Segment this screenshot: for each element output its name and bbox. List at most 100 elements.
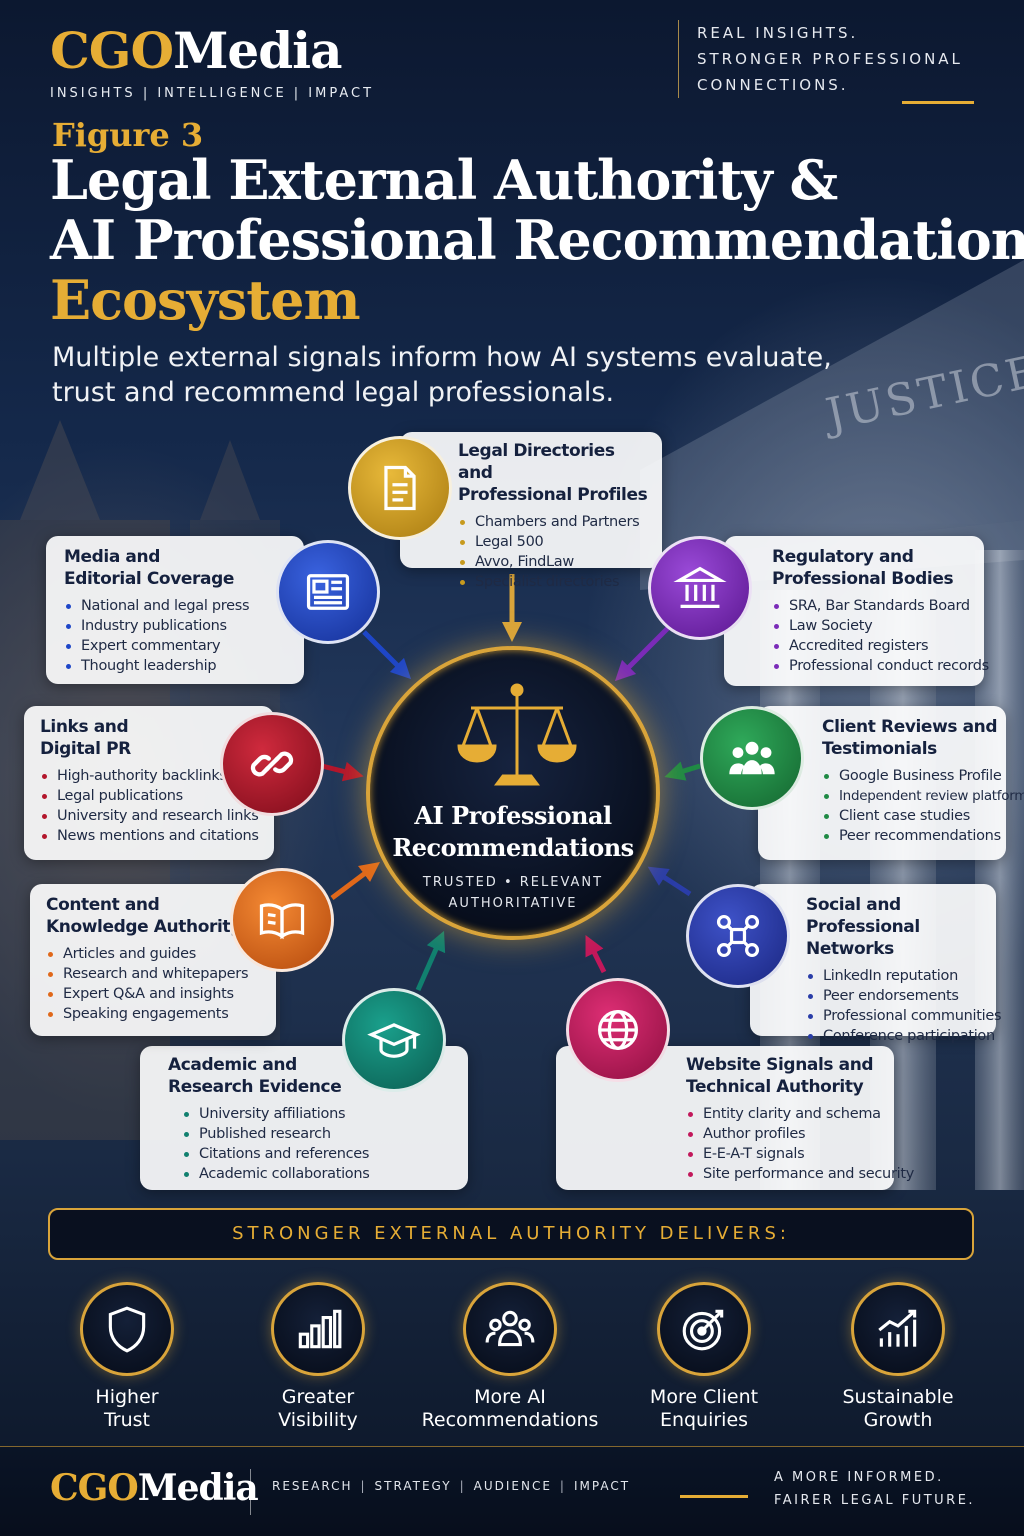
arrow-academic (415, 930, 446, 992)
list-item: High-authority backlinks (40, 766, 270, 786)
title-line: AI Professional Recommendation (50, 208, 1024, 272)
list-item: Speaking engagements (46, 1004, 270, 1024)
title-line: Ecosystem (50, 268, 361, 332)
people-group-icon (700, 706, 804, 810)
logo-part-2: Media (173, 21, 343, 80)
list-item: Peer recommendations (822, 826, 1001, 846)
card-title-line: Academic and (168, 1055, 297, 1075)
list-item: LinkedIn reputation (806, 966, 990, 986)
list-item: Google Business Profile (822, 766, 1002, 786)
list-item: Professional communities (806, 1006, 1002, 1026)
card-title-line: Digital PR (40, 739, 131, 759)
document-icon (348, 436, 452, 540)
nav-separator: | (559, 1479, 566, 1493)
list-item: Avvo, FindLaw (458, 552, 650, 572)
card-list: Chambers and Partners Legal 500 Avvo, Fi… (458, 512, 650, 592)
footer-logo: CGOMedia (50, 1467, 259, 1509)
list-item: Articles and guides (46, 944, 270, 964)
card-title-line: Professional Networks (806, 917, 920, 959)
gold-underline (902, 101, 974, 104)
network-icon (686, 884, 790, 988)
subtitle: Multiple external signals inform how AI … (52, 342, 832, 408)
footer-logo-part-1: CGO (50, 1467, 139, 1509)
arrow-links (321, 761, 364, 782)
newspaper-icon (276, 540, 380, 644)
benefit-label-line: Recommendations (421, 1409, 599, 1431)
top-right-line: STRONGER PROFESSIONAL (697, 50, 963, 68)
benefit-label-line: More AI (474, 1386, 546, 1408)
card-title-line: Professional Profiles (458, 485, 648, 505)
benefit-label-line: Greater (281, 1386, 355, 1408)
brand-tagline: INSIGHTS | INTELLIGENCE | IMPACT (50, 86, 375, 101)
benefit-label-line: Enquiries (659, 1409, 749, 1431)
card-list: LinkedIn reputation Peer endorsements Pr… (806, 966, 1002, 1046)
graduation-cap-icon (342, 988, 446, 1092)
center-title-line: AI Professional (414, 801, 612, 830)
benefits-banner: STRONGER EXTERNAL AUTHORITY DELIVERS: (48, 1208, 974, 1260)
list-item: University and research links (40, 806, 270, 826)
arrow-content (330, 862, 380, 900)
list-item: Thought leadership (64, 656, 298, 676)
card-title-line: Editorial Coverage (64, 569, 234, 589)
card-title-line: Research Evidence (168, 1077, 342, 1097)
card-list: National and legal press Industry public… (64, 596, 298, 676)
card-title-line: Regulatory and (772, 547, 914, 567)
logo-part-1: CGO (50, 21, 174, 80)
card-list: Google Business Profile Independent revi… (822, 766, 1024, 846)
top-right-tagline: REAL INSIGHTS. STRONGER PROFESSIONAL CON… (678, 20, 963, 98)
card-title-line: Social and (806, 895, 901, 915)
figure-label: Figure 3 (52, 116, 204, 154)
open-book-icon (230, 868, 334, 972)
globe-icon (566, 978, 670, 1082)
list-item: Conference participation (806, 1026, 995, 1046)
list-item: Accredited registers (772, 636, 976, 656)
center-title: AI Professional Recommendations (370, 800, 656, 864)
card-title-line: Website Signals and (686, 1055, 874, 1075)
card-title-line: Knowledge Authority (46, 917, 241, 937)
arrow-website (585, 935, 607, 974)
center-title-line: Recommendations (392, 833, 634, 862)
card-title-line: Client Reviews and (822, 717, 998, 737)
footer: CGOMedia RESEARCH|STRATEGY|AUDIENCE|IMPA… (0, 1446, 1024, 1536)
nav-separator: | (360, 1479, 367, 1493)
center-tag-line: AUTHORITATIVE (448, 896, 578, 911)
list-item: News mentions and citations (40, 826, 270, 846)
benefit-label-line: Growth (863, 1409, 933, 1431)
chain-link-icon (220, 712, 324, 816)
card-title-line: Technical Authority (686, 1077, 864, 1097)
card-title-line: Media and (64, 547, 160, 567)
card-list: High-authority backlinks Legal publicati… (40, 766, 270, 846)
growth-chart-icon (851, 1282, 945, 1376)
list-item: Industry publications (64, 616, 298, 636)
list-item: Expert commentary (64, 636, 298, 656)
people-icon (463, 1282, 557, 1376)
list-item: Specialist directories (458, 572, 650, 592)
benefit-label-line: Higher (95, 1386, 159, 1408)
list-item: Law Society (772, 616, 976, 636)
footer-logo-part-2: Media (137, 1467, 259, 1509)
benefit-label-line: Sustainable (842, 1386, 954, 1408)
list-item: National and legal press (64, 596, 298, 616)
card-title-line: Legal Directories and (458, 441, 615, 483)
list-item: SRA, Bar Standards Board (772, 596, 976, 616)
footer-tagline-line: A MORE INFORMED. (774, 1470, 944, 1485)
card-list: Entity clarity and schema Author profile… (686, 1104, 914, 1184)
